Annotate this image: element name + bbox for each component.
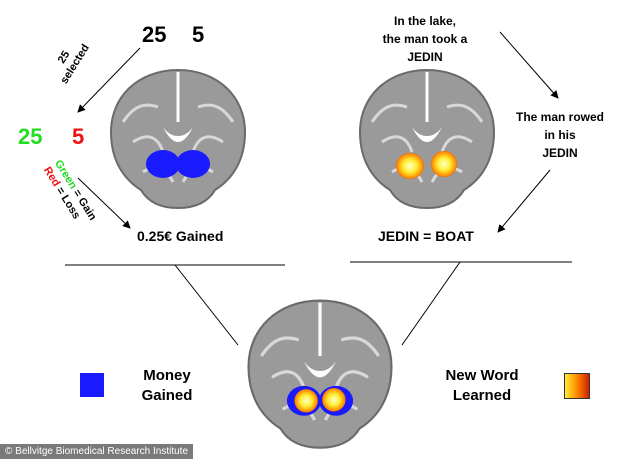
activation-hot-right <box>431 151 457 177</box>
brain-scan-word <box>358 68 496 210</box>
sentence-2-line-3: JEDIN <box>542 146 578 160</box>
word-learned-label: New Word Learned <box>432 366 532 406</box>
money-gained-line-1: Money <box>143 367 191 384</box>
brain-scan-money <box>109 68 247 210</box>
sentence-1: In the lake, the man took a JEDIN <box>360 12 490 66</box>
overlap-hot-right <box>322 388 346 412</box>
score-red: 5 <box>72 124 85 149</box>
sentence-2: The man rowed in his JEDIN <box>500 108 620 162</box>
sentence-1-line-2: the man took a <box>382 32 468 46</box>
score-green: 25 <box>18 124 43 149</box>
sentence-1-line-1: In the lake, <box>393 14 457 28</box>
trial-number-left: 25 <box>142 22 167 47</box>
overlap-hot-left <box>294 389 318 413</box>
arrows-top-right <box>497 31 559 233</box>
hot-legend-swatch <box>564 373 590 399</box>
money-gained-label: Money Gained <box>122 366 212 406</box>
activation-hot-left <box>396 153 424 179</box>
activation-blue-left <box>146 150 180 178</box>
arrow-to-meaning <box>497 169 551 233</box>
money-gained-line-2: Gained <box>141 387 193 404</box>
sentence-2-line-1: The man rowed <box>515 110 604 124</box>
arrow-to-gain <box>77 177 131 229</box>
arrow-to-score <box>77 47 141 113</box>
meaning-caption: JEDIN = BOAT <box>378 228 474 244</box>
blue-legend-swatch <box>80 373 104 397</box>
sentence-2-line-2: in his <box>544 128 576 142</box>
gain-caption: 0.25€ Gained <box>137 228 224 244</box>
word-learned-line-2: Learned <box>452 387 512 404</box>
activation-blue-right <box>176 150 210 178</box>
image-credit: © Bellvitge Biomedical Research Institut… <box>0 444 194 459</box>
sentence-1-line-3: JEDIN <box>407 50 443 64</box>
trial-number-right: 5 <box>192 22 205 47</box>
arrows-top-left <box>77 47 141 229</box>
brain-scan-overlap <box>247 299 393 449</box>
word-learned-line-1: New Word <box>445 367 519 384</box>
arrow-to-sentence-2 <box>499 31 559 99</box>
